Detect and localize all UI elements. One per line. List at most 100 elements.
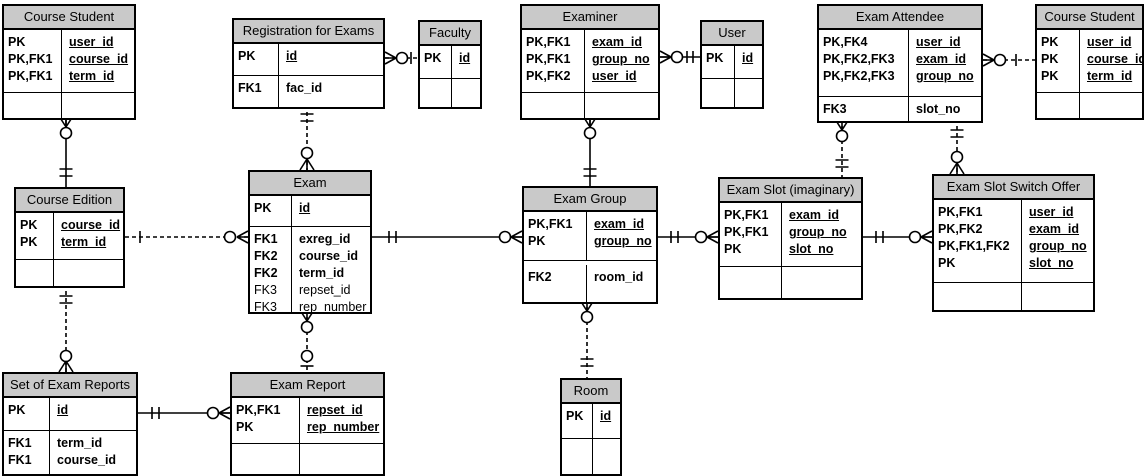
- key-label: PK,FK1: [8, 52, 53, 66]
- pk-section: PK,FK1 PK,FK2 PK,FK1,FK2 PK user_id exam…: [934, 200, 1093, 282]
- attr-name: fac_id: [286, 81, 323, 95]
- key-label: PK: [238, 49, 256, 63]
- attr-name: exreg_id: [299, 232, 351, 246]
- attr-name: id: [600, 409, 612, 423]
- attr-column: term_id course_id: [50, 431, 136, 474]
- key-label: FK3: [823, 102, 847, 116]
- attr-name: group_no: [916, 69, 974, 83]
- attr-column: user_id exam_id group_no slot_no: [1022, 200, 1093, 282]
- attr-column: exam_id group_no slot_no: [782, 203, 861, 266]
- key-column: [522, 93, 585, 118]
- key-label: FK1: [238, 81, 262, 95]
- pk-section: PK id: [4, 398, 136, 430]
- rel-course-edition-exam: [125, 230, 249, 244]
- attr-name: rep_number: [307, 420, 380, 434]
- attr-column: id: [292, 196, 370, 226]
- attr-section: FK3 slot_no: [819, 96, 981, 121]
- key-label: FK3: [254, 300, 277, 312]
- entity-title: Exam Attendee: [819, 6, 981, 30]
- attr-name: slot_no: [916, 102, 961, 116]
- key-column: PK,FK1 PK,FK2 PK,FK1,FK2 PK: [934, 200, 1022, 282]
- attr-column: slot_no: [909, 97, 981, 121]
- rel-examiner-user: [659, 50, 700, 64]
- key-label: PK: [566, 409, 584, 423]
- key-column: [232, 444, 300, 474]
- attr-name: user_id: [69, 35, 114, 49]
- attr-name: course_id: [61, 218, 121, 232]
- attr-column: [782, 267, 861, 298]
- attr-column: [1022, 283, 1093, 310]
- rel-exam-group-exam-slot: [658, 230, 719, 244]
- entity-faculty: Faculty PK id: [418, 20, 482, 109]
- attr-name: exam_id: [1029, 222, 1080, 236]
- key-label: PK,FK2,FK3: [823, 52, 895, 66]
- attr-name: group_no: [592, 52, 650, 66]
- attr-column: exam_id group_no: [587, 212, 656, 260]
- attr-name: course_id: [57, 453, 117, 467]
- entity-title: Course Edition: [16, 189, 123, 213]
- pk-section: PK id: [250, 196, 370, 226]
- attr-section: [562, 438, 620, 474]
- attr-name: group_no: [594, 234, 652, 248]
- pk-section: PK,FK1 PK exam_id group_no: [524, 212, 656, 260]
- key-column: PK: [420, 46, 452, 78]
- pk-section: PK,FK1 PK,FK1 PK exam_id group_no slot_n…: [720, 203, 861, 266]
- entity-title: Exam Report: [232, 374, 383, 398]
- attr-column: [62, 93, 134, 118]
- attr-name: course_id: [1087, 52, 1142, 66]
- rel-course-student-left-course-edition: [58, 115, 74, 187]
- key-label: PK,FK2: [526, 69, 571, 83]
- attr-column: [54, 260, 123, 286]
- attr-section: [720, 266, 861, 298]
- pk-section: PK id: [234, 44, 383, 75]
- key-label: PK: [724, 242, 742, 256]
- key-column: FK1 FK1: [4, 431, 50, 474]
- key-column: [4, 93, 62, 118]
- entity-exam-attendee: Exam Attendee PK,FK4 PK,FK2,FK3 PK,FK2,F…: [817, 4, 983, 123]
- attr-column: [1080, 93, 1142, 118]
- key-label: PK,FK1: [526, 52, 571, 66]
- attr-name: user_id: [592, 69, 637, 83]
- attr-section: FK1 fac_id: [234, 75, 383, 107]
- entity-title: Room: [562, 380, 620, 404]
- pk-section: PK,FK1 PK repset_id rep_number: [232, 398, 383, 443]
- entity-exam-report: Exam Report PK,FK1 PK repset_id rep_numb…: [230, 372, 385, 476]
- entity-room: Room PK id: [560, 378, 622, 476]
- rel-exam-exam-report: [299, 309, 315, 372]
- key-label: FK1: [8, 436, 32, 450]
- entity-course-student-left: Course Student PK PK,FK1 PK,FK1 user_id …: [2, 4, 136, 120]
- rel-exam-exam-group: [372, 230, 523, 244]
- attr-name: id: [459, 51, 471, 65]
- attr-name: room_id: [594, 270, 644, 284]
- key-column: PK: [702, 46, 735, 78]
- key-label: PK,FK2,FK3: [823, 69, 895, 83]
- key-label: FK3: [254, 283, 277, 297]
- key-column: FK2: [524, 265, 587, 302]
- attr-column: user_id exam_id group_no: [909, 30, 981, 96]
- attr-name: repset_id: [299, 283, 351, 297]
- attr-column: user_id course_id term_id: [62, 30, 134, 92]
- rel-exam-slot-switch-offer: [863, 230, 933, 244]
- key-column: [420, 79, 452, 107]
- attr-name: exam_id: [592, 35, 643, 49]
- attr-name: course_id: [299, 249, 359, 263]
- key-column: PK,FK1 PK,FK1 PK,FK2: [522, 30, 585, 92]
- attr-name: user_id: [1029, 205, 1074, 219]
- attr-column: room_id: [587, 265, 656, 302]
- entity-set-of-exam-reports: Set of Exam Reports PK id FK1 FK1 term_i…: [2, 372, 138, 476]
- key-label: PK,FK1: [724, 225, 769, 239]
- entity-title: Exam Group: [524, 188, 656, 212]
- pk-section: PK PK course_id term_id: [16, 213, 123, 259]
- attr-name: exam_id: [916, 52, 967, 66]
- attr-name: course_id: [69, 52, 129, 66]
- entity-course-edition: Course Edition PK PK course_id term_id: [14, 187, 125, 288]
- attr-name: exam_id: [594, 217, 645, 231]
- attr-column: fac_id: [279, 76, 383, 107]
- attr-name: term_id: [1087, 69, 1133, 83]
- attr-section: [702, 78, 762, 107]
- entity-examiner: Examiner PK,FK1 PK,FK1 PK,FK2 exam_id gr…: [520, 4, 660, 120]
- attr-name: repset_id: [307, 403, 363, 417]
- entity-title: User: [702, 22, 762, 46]
- rel-examiner-exam-group: [582, 115, 598, 186]
